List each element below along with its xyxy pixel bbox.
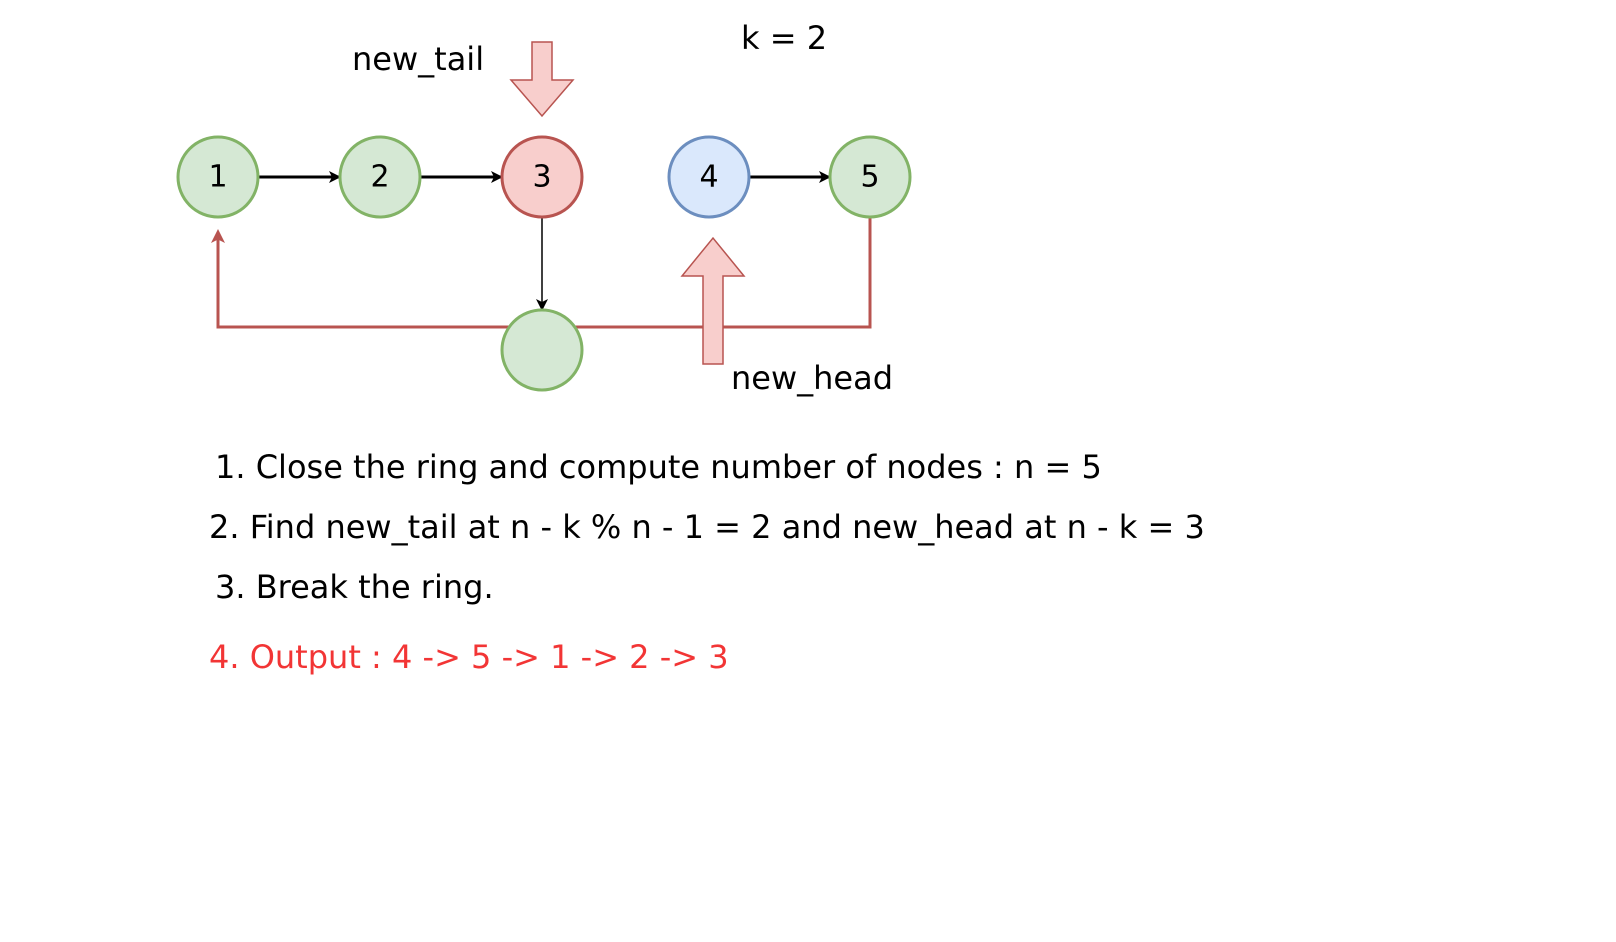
node-3-label: 3 xyxy=(532,160,551,195)
step-3-text: 3. Break the ring. xyxy=(215,568,494,606)
new-head-label: new_head xyxy=(731,359,893,397)
node-4-label: 4 xyxy=(699,160,718,195)
node-empty xyxy=(500,308,584,392)
new-head-pointer-arrow xyxy=(680,236,746,365)
node-5-label: 5 xyxy=(860,160,879,195)
node-2: 2 xyxy=(338,135,422,219)
node-5: 5 xyxy=(828,135,912,219)
node-1-label: 1 xyxy=(208,160,227,195)
node-3: 3 xyxy=(500,135,584,219)
k-label: k = 2 xyxy=(741,19,827,57)
node-1: 1 xyxy=(176,135,260,219)
step-1-text: 1. Close the ring and compute number of … xyxy=(215,448,1102,486)
new-tail-label: new_tail xyxy=(352,40,484,78)
new-tail-pointer-arrow xyxy=(509,41,575,118)
node-4: 4 xyxy=(667,135,751,219)
node-2-label: 2 xyxy=(370,160,389,195)
step-2-text: 2. Find new_tail at n - k % n - 1 = 2 an… xyxy=(209,508,1205,546)
step-4-output-text: 4. Output : 4 -> 5 -> 1 -> 2 -> 3 xyxy=(209,638,729,676)
